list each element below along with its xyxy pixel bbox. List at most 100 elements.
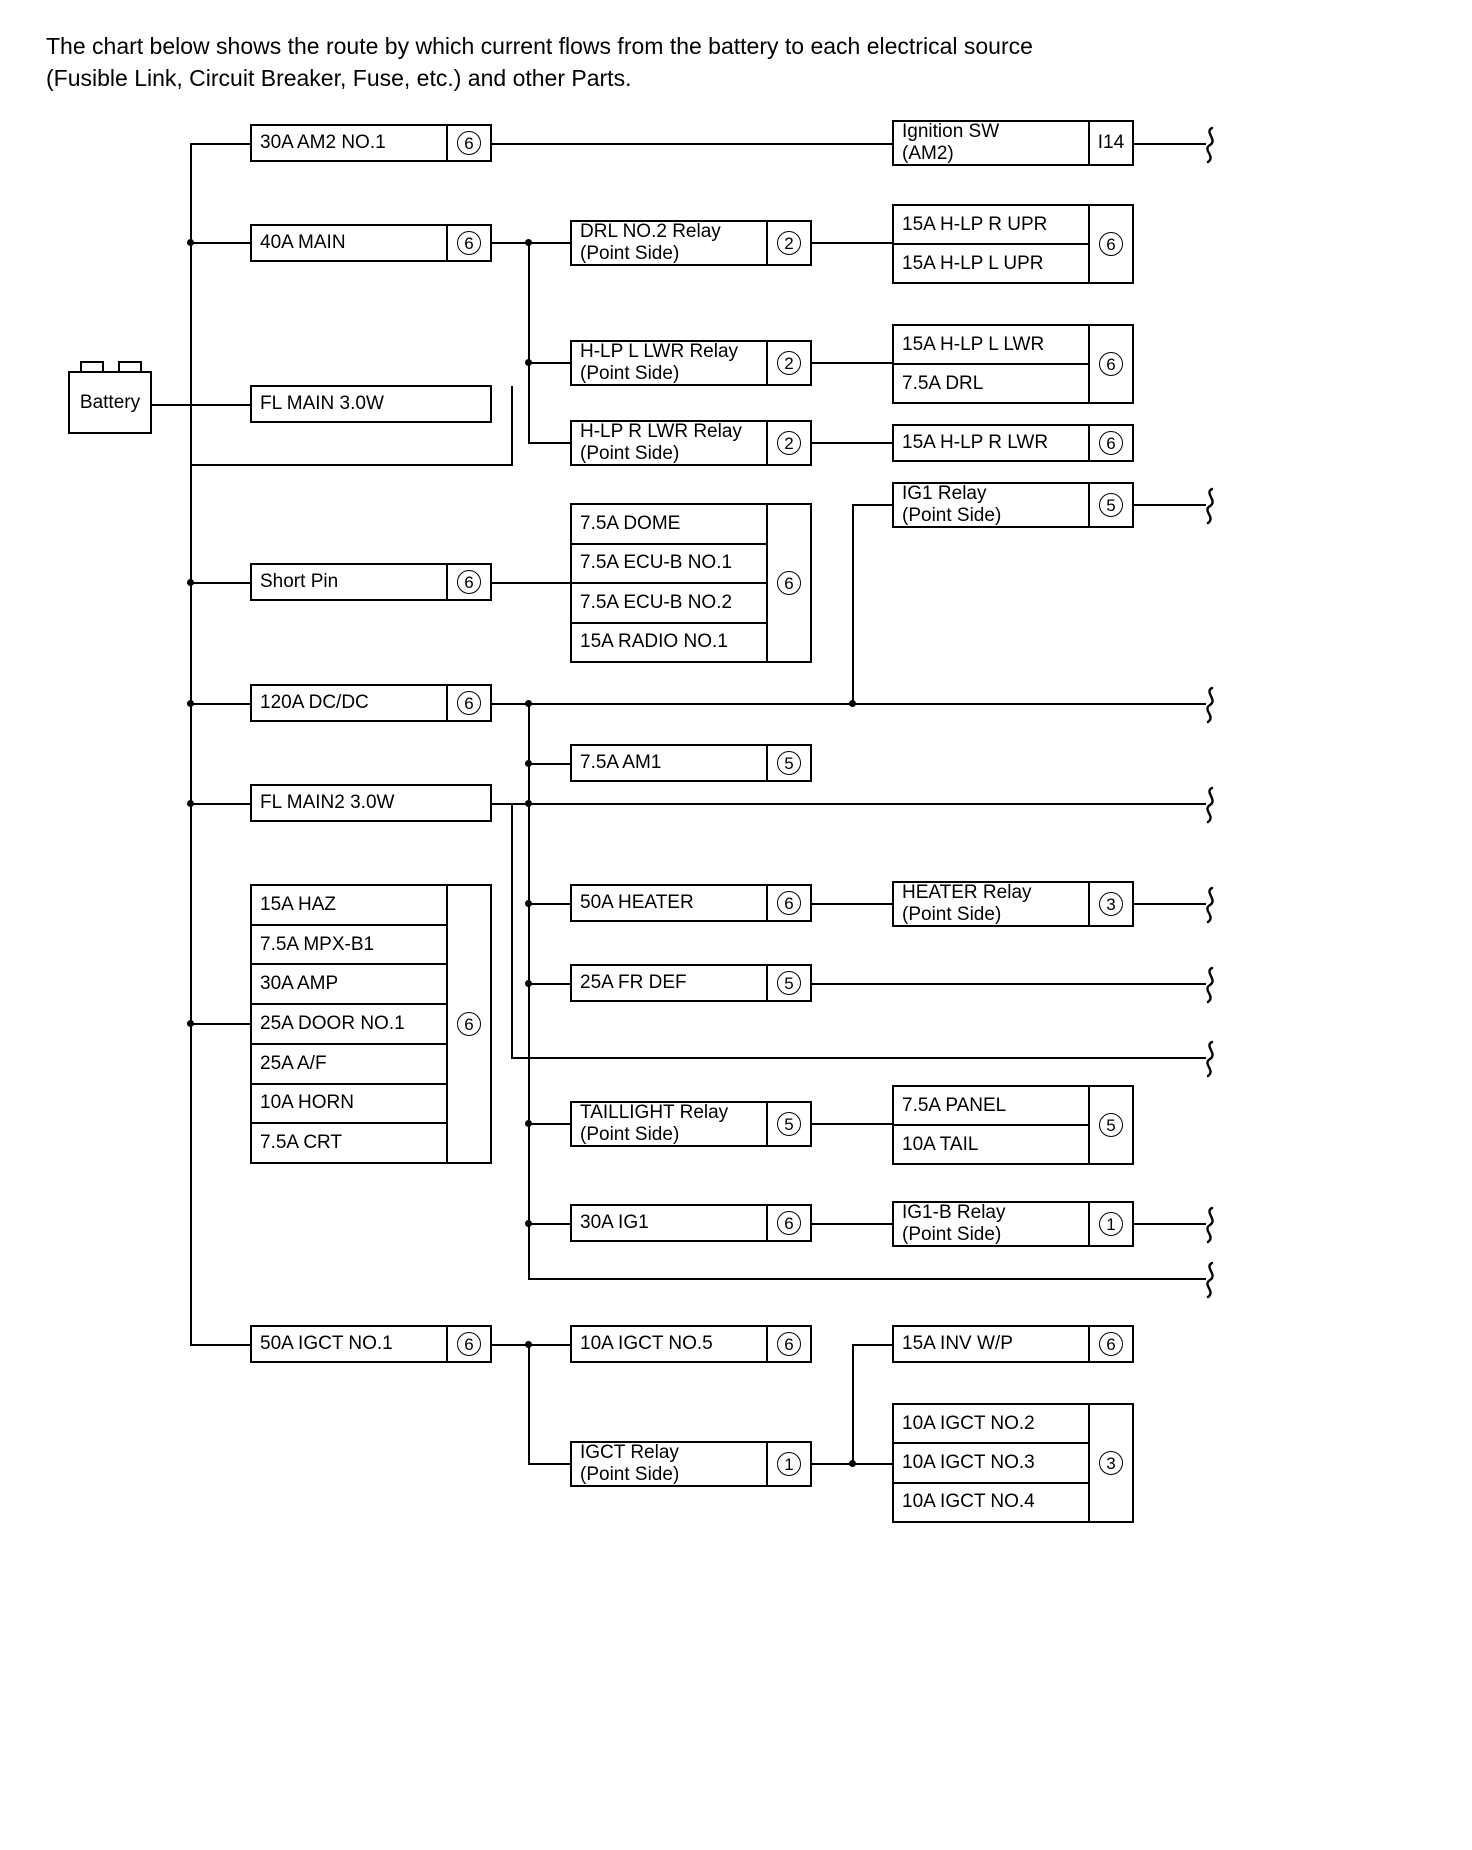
node-15a-inv-wp[interactable]: 15A INV W/P 6: [892, 1325, 1134, 1363]
wire-ig1brelay-to-cont: [1134, 1223, 1206, 1225]
wire-to-flmain2: [190, 803, 250, 805]
list-item: 7.5A MPX-B1: [252, 926, 446, 966]
node-label: 50A HEATER: [580, 892, 694, 913]
stack-hlp-upr[interactable]: 15A H-LP R UPR 15A H-LP L UPR 6: [892, 204, 1134, 284]
node-120a-dcdc[interactable]: 120A DC/DC 6: [250, 684, 492, 722]
wire-to-am1: [528, 763, 572, 765]
node-code: I14: [1088, 122, 1132, 164]
wire-bottom-cont: [528, 1278, 1206, 1280]
continuation-squiggle-icon: [1206, 686, 1214, 724]
node-taillight-relay[interactable]: TAILLIGHT Relay (Point Side) 5: [570, 1101, 812, 1147]
node-code: 2: [766, 422, 810, 464]
junction-dot-igctrelay: [849, 1460, 856, 1467]
wire-trunk-to-bottomcont: [528, 1224, 530, 1279]
wire-flmain2-right: [492, 803, 528, 805]
node-ignition-sw[interactable]: Ignition SW (AM2) I14: [892, 120, 1134, 166]
node-30a-ig1[interactable]: 30A IG1 6: [570, 1204, 812, 1242]
node-code: 6: [446, 126, 490, 160]
node-label: Short Pin: [260, 571, 339, 592]
list-item: 7.5A ECU-B NO.1: [572, 545, 766, 584]
wire-to-igctrelay: [528, 1463, 572, 1465]
node-code: 1: [1088, 1203, 1132, 1245]
junction-dot-hazblock: [187, 1020, 194, 1027]
wire-40amain-to-relaytrunk: [492, 242, 572, 244]
node-15a-hlp-r-lwr[interactable]: 15A H-LP R LWR 6: [892, 424, 1134, 462]
wire-ig1-to-ig1brelay: [812, 1223, 892, 1225]
stack-panel-block[interactable]: 7.5A PANEL 10A TAIL 5: [892, 1085, 1134, 1165]
node-label: H-LP R LWR Relay (Point Side): [580, 422, 742, 464]
wire-ig1relay-to-cont: [1134, 504, 1206, 506]
node-heater-relay[interactable]: HEATER Relay (Point Side) 3: [892, 881, 1134, 927]
junction-dot-dcdc: [187, 700, 194, 707]
node-short-pin[interactable]: Short Pin 6: [250, 563, 492, 601]
junction-dot-ig1relay: [849, 700, 856, 707]
stack-hlp-drl[interactable]: 15A H-LP L LWR 7.5A DRL 6: [892, 324, 1134, 404]
node-label: IG1-B Relay (Point Side): [902, 1203, 1006, 1245]
node-fl-main-3-0w[interactable]: FL MAIN 3.0W: [250, 385, 492, 423]
list-item: 7.5A CRT: [260, 1132, 343, 1154]
junction-dot-dcdc-trunk: [525, 700, 532, 707]
list-item: 15A HAZ: [252, 886, 446, 926]
node-ig1-b-relay[interactable]: IG1-B Relay (Point Side) 1: [892, 1201, 1134, 1247]
stack-code: 6: [446, 886, 490, 1162]
stack-code: 6: [1088, 326, 1132, 402]
node-label: IGCT Relay (Point Side): [580, 1443, 680, 1485]
wire-flmain-return-left: [190, 464, 512, 466]
list-item: 15A H-LP L UPR: [902, 252, 1044, 274]
wire-heaterrelay-to-cont: [1134, 903, 1206, 905]
node-10a-igct-no5[interactable]: 10A IGCT NO.5 6: [570, 1325, 812, 1363]
wire-frdef-to-cont: [812, 983, 1206, 985]
node-hlp-r-lwr-relay[interactable]: H-LP R LWR Relay (Point Side) 2: [570, 420, 812, 466]
stack-haz-block[interactable]: 15A HAZ 7.5A MPX-B1 30A AMP 25A DOOR NO.…: [250, 884, 492, 1164]
junction-dot-igct: [525, 1341, 532, 1348]
node-igct-relay[interactable]: IGCT Relay (Point Side) 1: [570, 1441, 812, 1487]
node-code: 2: [766, 342, 810, 384]
node-drl-no2-relay[interactable]: DRL NO.2 Relay (Point Side) 2: [570, 220, 812, 266]
node-hlp-l-lwr-relay[interactable]: H-LP L LWR Relay (Point Side) 2: [570, 340, 812, 386]
node-fl-main2-3-0w[interactable]: FL MAIN2 3.0W: [250, 784, 492, 822]
stack-code: 3: [1088, 1405, 1132, 1521]
wire-to-am2no1: [190, 143, 250, 145]
junction-dot-shortpin: [187, 579, 194, 586]
stack-code: 5: [1088, 1087, 1132, 1163]
wire-dcdc-vertical-trunk: [528, 703, 530, 1224]
stack-rows: 15A H-LP L LWR 7.5A DRL: [894, 326, 1088, 402]
wire-to-dcdc: [190, 703, 250, 705]
wire-drl-to-hlpupr: [812, 242, 892, 244]
list-item: 10A TAIL: [902, 1133, 979, 1155]
stack-igct-block[interactable]: 10A IGCT NO.2 10A IGCT NO.3 10A IGCT NO.…: [892, 1403, 1134, 1523]
wire-am2-to-ignitionsw: [492, 143, 892, 145]
stack-dome-block[interactable]: 7.5A DOME 7.5A ECU-B NO.1 7.5A ECU-B NO.…: [570, 503, 812, 663]
continuation-squiggle-icon: [1206, 886, 1214, 924]
node-code: 6: [446, 226, 490, 260]
list-item: 7.5A PANEL: [894, 1087, 1088, 1126]
continuation-squiggle-icon: [1206, 126, 1214, 164]
continuation-squiggle-icon: [1206, 966, 1214, 1004]
node-code: 6: [766, 886, 810, 920]
list-item: 10A IGCT NO.2: [894, 1405, 1088, 1445]
list-item: 25A DOOR NO.1: [252, 1005, 446, 1045]
node-label: FL MAIN 3.0W: [260, 393, 384, 414]
wire-to-hlpr-lwr-relay: [528, 442, 572, 444]
node-code: 1: [766, 1443, 810, 1485]
node-50a-heater[interactable]: 50A HEATER 6: [570, 884, 812, 922]
node-code: 5: [766, 746, 810, 780]
wire-left-trunk-lower: [190, 464, 192, 1346]
wire-to-ig1-30a: [528, 1223, 572, 1225]
continuation-squiggle-icon: [1206, 487, 1214, 525]
node-50a-igct-no1[interactable]: 50A IGCT NO.1 6: [250, 1325, 492, 1363]
node-code: 2: [766, 222, 810, 264]
junction-dot-relaytrunk-top: [525, 239, 532, 246]
node-25a-fr-def[interactable]: 25A FR DEF 5: [570, 964, 812, 1002]
wire-to-frdef: [528, 983, 572, 985]
node-ig1-relay[interactable]: IG1 Relay (Point Side) 5: [892, 482, 1134, 528]
wire-to-hlpl-lwr-relay: [528, 362, 572, 364]
node-label: 7.5A AM1: [580, 752, 662, 773]
node-label: HEATER Relay (Point Side): [902, 883, 1032, 925]
node-30a-am2-no1[interactable]: 30A AM2 NO.1 6: [250, 124, 492, 162]
node-7-5a-am1[interactable]: 7.5A AM1 5: [570, 744, 812, 782]
node-40a-main[interactable]: 40A MAIN 6: [250, 224, 492, 262]
wire-flmain2-branch-cont: [511, 1057, 1206, 1059]
node-label: H-LP L LWR Relay (Point Side): [580, 342, 739, 384]
